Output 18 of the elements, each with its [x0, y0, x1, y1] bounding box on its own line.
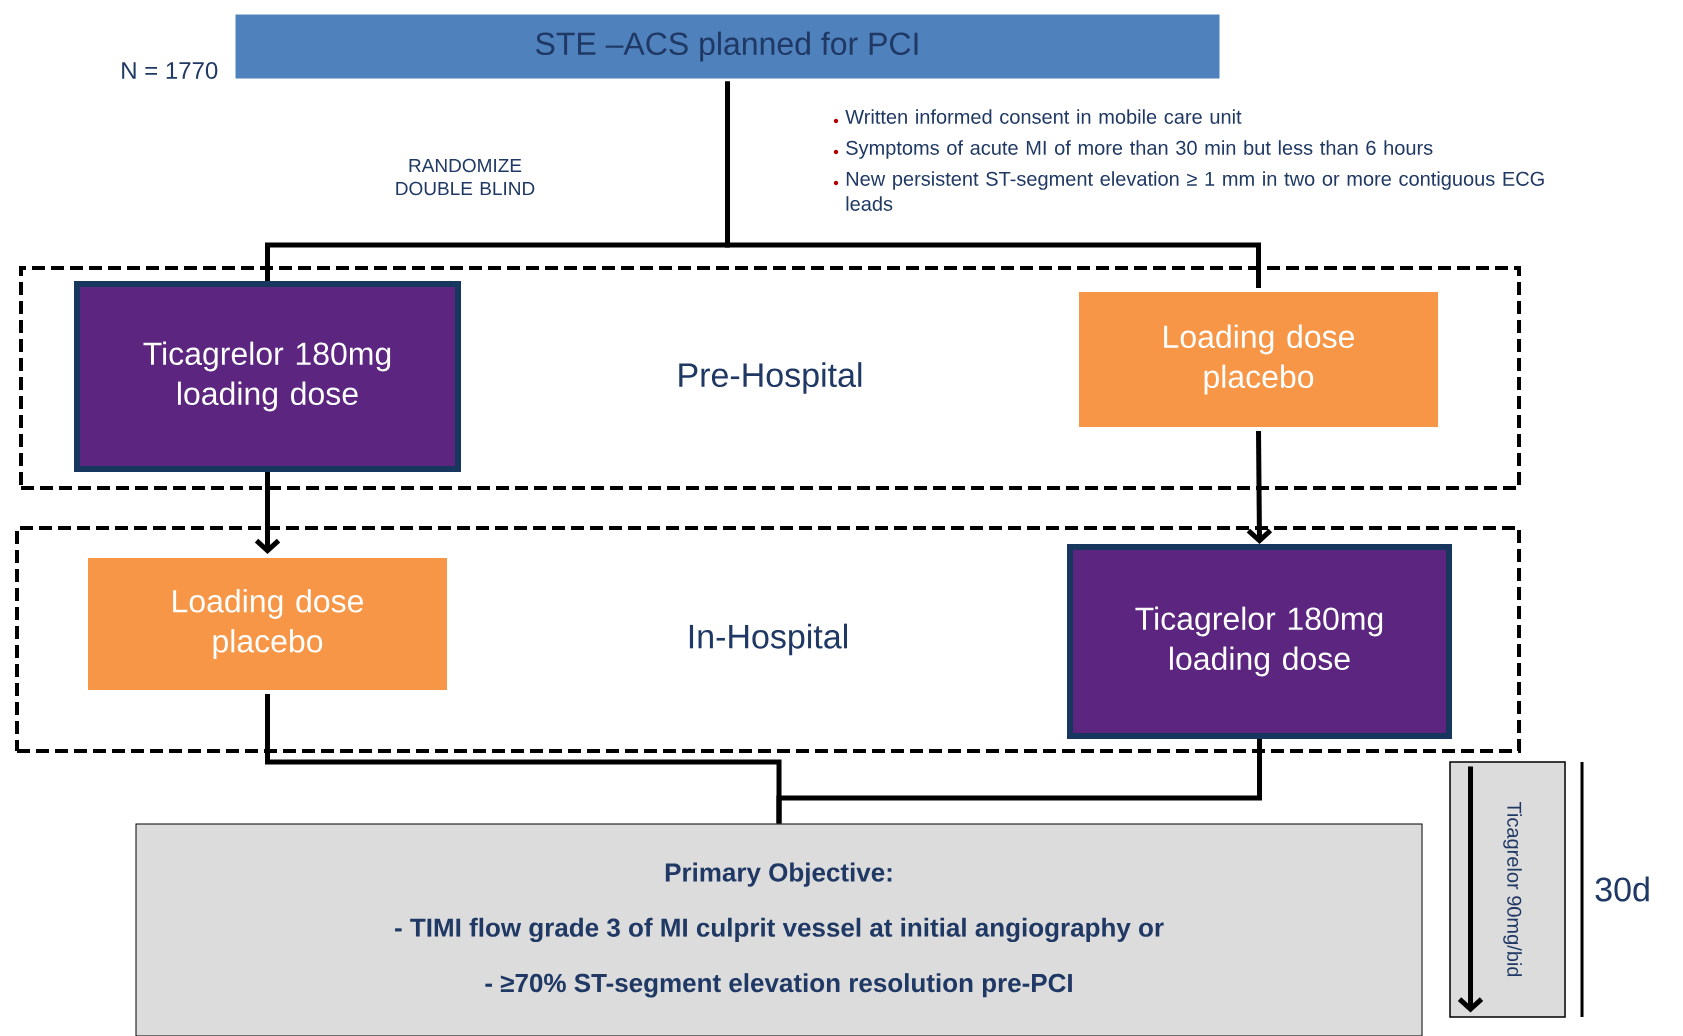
objective-box: Primary Objective: - TIMI flow grade 3 of MI culprit vessel at initial angiography or - ≥70% ST-segment elevation resolution pre-PCI: [135, 823, 1423, 1036]
bullet-text: Written informed consent in mobile care unit: [845, 109, 1242, 124]
duration-label: 30d: [1595, 876, 1649, 902]
connector: [776, 739, 1262, 824]
treatment-box: Ticagrelor 180mg loading dose: [74, 281, 461, 472]
treatment-box: Ticagrelor 180mg loading dose: [1067, 544, 1452, 739]
bullet-text: New persistent ST-segment elevation ≥ 1 mm in two or more contiguous ECG leads: [846, 171, 1544, 211]
vertical-label: Ticagrelor 90mg/bid: [1503, 801, 1522, 977]
title-box: STE –ACS planned for PCI: [232, 11, 1223, 82]
maintenance-box: [1449, 761, 1566, 1018]
connector: [1246, 431, 1273, 544]
sample-size: N = 1770: [122, 62, 218, 79]
placebo-box: Loading dose placebo: [84, 554, 451, 694]
note-text: RANDOMIZE DOUBLE BLIND: [396, 158, 535, 196]
connector: [725, 81, 1261, 288]
bullet-text: Symptoms of acute MI of more than 30 min but less than 6 hours: [846, 140, 1433, 159]
placebo-box: Loading dose placebo: [1075, 288, 1442, 431]
connector: [254, 472, 281, 554]
